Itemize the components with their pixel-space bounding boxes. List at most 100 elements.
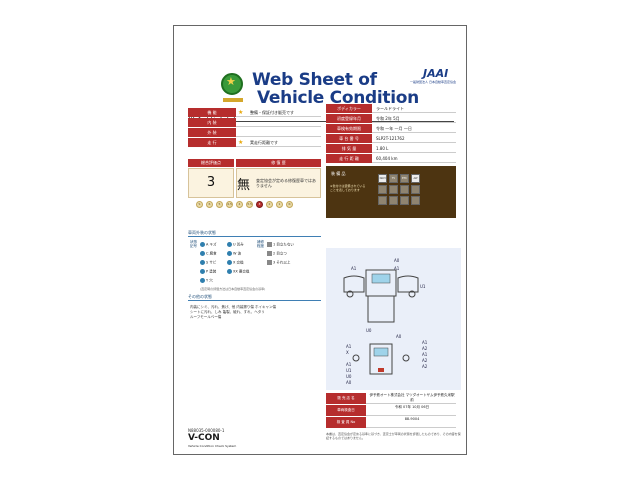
damage-mark — [378, 368, 384, 372]
equipment-tile — [400, 185, 409, 194]
legend-item: 3 それ以上 — [267, 260, 290, 266]
legend-vertical-label: 補修程度 — [257, 240, 264, 248]
damage-label: A1 — [422, 340, 428, 345]
history-box — [236, 168, 321, 198]
row-mileage: 走 行 ★ 実走行距離です — [188, 138, 321, 147]
row-label: 機 能 — [188, 108, 236, 117]
row-chassis-number: 車 台 番 号 SLP2T-121762 — [326, 134, 456, 143]
rear-window-view — [373, 347, 389, 357]
row-value: 令和 07年 10月 06日 — [394, 405, 430, 409]
row-label: 内 装 — [188, 118, 236, 127]
row-label: 外 装 — [188, 128, 236, 137]
legend-item: C 腐食 — [200, 251, 217, 257]
row-value: 伊予鉄オート株式会社 マツダオートザム伊予鉄久米駅前 — [369, 393, 455, 402]
vcon-logo: V-CON — [188, 433, 220, 443]
divider — [188, 121, 454, 122]
row-value: 令和 一年 一月 一日 — [376, 126, 412, 131]
legend-item: 2 目立つ — [267, 251, 287, 257]
scale-dot: 4.5 — [226, 201, 233, 208]
scale-dot: S — [196, 201, 203, 208]
legend-item: Y 穴 — [200, 278, 213, 284]
row-label: 排 気 量 — [326, 144, 372, 153]
row-label: 車検有効期限 — [326, 124, 372, 133]
equipment-tile: ETC — [400, 174, 409, 183]
row-label: 販 売 店 名 — [326, 393, 366, 404]
damage-label: U1 — [346, 368, 352, 373]
wheel-icon — [346, 290, 354, 298]
star-icon: ★ — [226, 75, 236, 88]
legend-dot-icon — [200, 278, 205, 283]
other-text-line: ルーフモールベー傷 — [190, 315, 222, 319]
scale-dot: 6 — [206, 201, 213, 208]
equipment-header: 装 備 品 — [331, 171, 346, 176]
legend-item: A キズ — [200, 242, 217, 248]
equipment-tile — [411, 185, 420, 194]
row-label: 検 査 員 No — [326, 417, 366, 428]
damage-label: A0 — [394, 258, 400, 263]
scale-dot-selected: 3 — [256, 201, 263, 208]
legend-item: XX 要交換 — [227, 269, 249, 275]
damage-label: A1 — [422, 352, 428, 357]
damage-label: A2 — [422, 358, 428, 363]
vehicle-outline-svg: A0 A1 A1 U1 U0 A0 A1 A2 A1 A2 A2 A1 X A1… — [343, 258, 428, 385]
damage-label: A1 — [346, 344, 352, 349]
jaai-org-name: 一般財団法人 日本自動車査定協会 — [410, 80, 456, 84]
condition-sheet: ★ Web Sheet of Vehicle Condition JAAI 一般… — [173, 25, 467, 455]
damage-label: U1 — [420, 284, 426, 289]
inspector-number-row: 検 査 員 No 88-9004 — [326, 417, 456, 428]
vehicle-damage-diagram: A0 A1 A1 U1 U0 A0 A1 A2 A1 A2 A2 A1 X A1… — [326, 248, 461, 390]
legend-item: P 塗装 — [200, 269, 216, 275]
row-label: 初度登録年月 — [326, 114, 372, 123]
damage-label: X — [346, 350, 349, 355]
legend-item: W 波 — [227, 251, 241, 257]
legend-dot-icon — [227, 269, 232, 274]
damage-label: A2 — [422, 364, 428, 369]
other-text-line: シートに汚れ、しみ 亀裂、破れ、すれ、ヘタリ — [190, 310, 265, 314]
row-value: 整備・保証付き販売です — [250, 110, 294, 115]
damage-label: U0 — [366, 328, 372, 333]
legend-dot-icon — [227, 260, 232, 265]
legend-note: (査定時の評価方法は日本自動車査定協会の基準) — [200, 287, 266, 291]
damage-label: U0 — [346, 374, 352, 379]
inspection-date-row: 車両検査日 令和 07年 10月 06日 — [326, 405, 456, 416]
legend-item: U 凹み — [227, 242, 244, 248]
equipment-tile — [378, 196, 387, 205]
dealer-name-row: 販 売 店 名 伊予鉄オート株式会社 マツダオートザム伊予鉄久米駅前 — [326, 393, 456, 404]
jaai-logo: JAAI — [423, 67, 449, 80]
vcon-tagline: Vehicle Condition Check System — [188, 444, 237, 448]
score-scale: S 6 5 4.5 4 3.5 3 2 1 R — [196, 201, 314, 209]
row-odometer: 走 行 距 離 60,404 km — [326, 154, 456, 163]
row-exterior: 外 装 — [188, 128, 321, 137]
row-value: 1.80 L — [376, 146, 389, 151]
vcon-seal-icon — [221, 73, 243, 95]
row-function: 機 能 ★ 整備・保証付き販売です — [188, 108, 321, 117]
scale-dot: 3.5 — [246, 201, 253, 208]
legend-item: S サビ — [200, 260, 216, 266]
star-icon: ★ — [238, 139, 244, 146]
equipment-tile — [400, 196, 409, 205]
legend-vertical-label: 状態記号 — [190, 240, 197, 248]
star-icon: ★ — [238, 109, 244, 116]
legend-square-icon — [267, 260, 272, 265]
damage-label: A0 — [396, 334, 402, 339]
row-interior: 内 装 — [188, 118, 321, 127]
row-value: 60,404 km — [376, 156, 398, 161]
row-label: ボディカラー — [326, 104, 372, 113]
equipment-tile — [389, 196, 398, 205]
seal-caption-ribbon — [223, 98, 243, 102]
certification-note: 本書は、査定協会が定める基準に基づき、査定士が車両の状態を評価したものであり、そ… — [326, 432, 461, 440]
row-label: 走 行 — [188, 138, 236, 147]
wheel-icon — [352, 354, 360, 362]
equipment-tile — [411, 196, 420, 205]
legend-dot-icon — [200, 242, 205, 247]
scale-dot: 5 — [216, 201, 223, 208]
left-side-view — [343, 275, 365, 293]
damage-label: A0 — [346, 380, 352, 385]
row-value: 88-9004 — [404, 417, 420, 421]
row-label: 走 行 距 離 — [326, 154, 372, 163]
wheel-icon — [408, 290, 416, 298]
equipment-tile: AW — [411, 174, 420, 183]
windshield-view — [371, 273, 391, 284]
damage-label: A2 — [422, 346, 428, 351]
other-condition-text: 内装にシミ、汚れ、焦げ、他 内装擦り傷 ホイキャン傷 シートに汚れ、しみ 亀裂、… — [190, 305, 276, 320]
